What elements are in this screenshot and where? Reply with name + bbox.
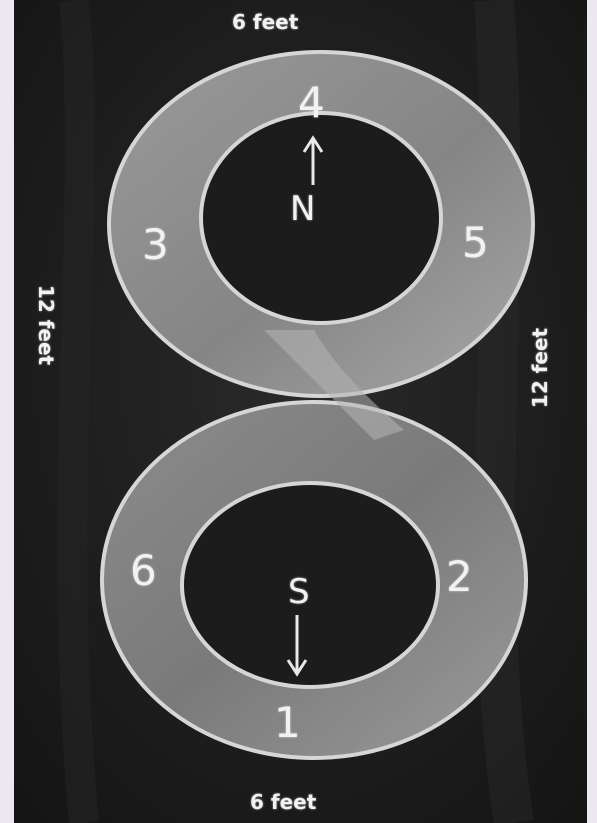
station-4-label: 4 <box>298 82 325 124</box>
south-label: S <box>288 575 310 609</box>
station-3-label: 3 <box>142 224 169 266</box>
bottom-dimension-label: 6 feet <box>250 792 316 812</box>
station-1-label: 1 <box>274 702 301 744</box>
station-2-label: 2 <box>446 556 473 598</box>
left-dimension-label: 12 feet <box>36 285 56 365</box>
station-5-label: 5 <box>462 222 489 264</box>
top-dimension-label: 6 feet <box>232 12 298 32</box>
right-dimension-label: 12 feet <box>530 328 550 408</box>
chalk-drawing-photo: 1 2 3 4 5 6 N S 6 feet 6 feet 12 feet 12… <box>14 0 587 823</box>
station-6-label: 6 <box>130 550 157 592</box>
north-label: N <box>290 192 315 226</box>
